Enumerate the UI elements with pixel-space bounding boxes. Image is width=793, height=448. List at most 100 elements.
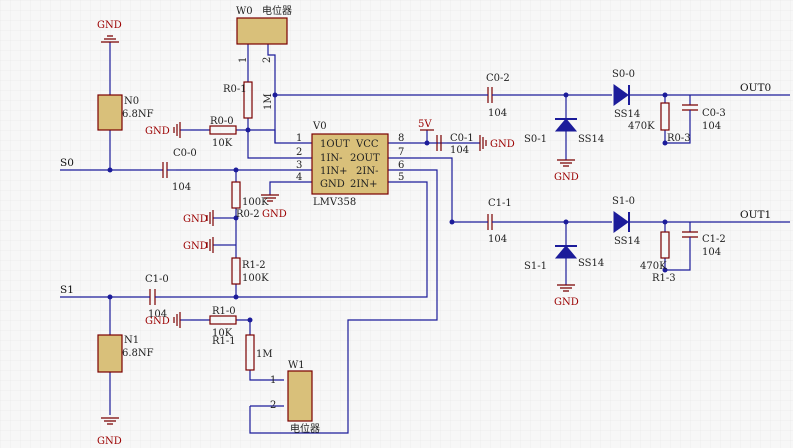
r1-2-ref: R1-2 bbox=[242, 260, 266, 271]
net-label-s1: S1 bbox=[60, 284, 74, 296]
potentiometer-w1[interactable]: W1 电位器 1 2 bbox=[270, 360, 320, 435]
r1-3-ref: R1-3 bbox=[652, 273, 676, 284]
u0-pin-num-1: 1 bbox=[296, 133, 302, 144]
w0-pin1: 1 bbox=[238, 57, 249, 63]
c0-1-ref: C0-1 bbox=[450, 133, 474, 144]
c0-1-value: 104 bbox=[450, 145, 469, 156]
resistor-r0-3[interactable]: 470K R0-3 bbox=[628, 102, 691, 144]
r0-3-ref: R0-3 bbox=[667, 133, 691, 144]
capacitor-c1-1[interactable]: C1-1 104 bbox=[478, 198, 512, 245]
r1-2-value: 100K bbox=[242, 273, 269, 284]
w0-pin2: 2 bbox=[262, 57, 273, 63]
gnd-label: GND bbox=[490, 139, 515, 150]
capacitor-c1-2[interactable]: C1-2 104 bbox=[682, 231, 726, 258]
r1-3-value: 470K bbox=[640, 261, 667, 272]
c1-1-value: 104 bbox=[488, 234, 507, 245]
r1-0-ref: R1-0 bbox=[212, 306, 236, 317]
resistor-r0-2[interactable]: 100K R0-2 bbox=[231, 181, 269, 220]
u0-pin-6-label: 2IN- bbox=[356, 166, 378, 177]
u0-pin-labels-right: VCC 2OUT 2IN- 2IN+ bbox=[350, 139, 380, 190]
diode-s1-1[interactable]: S1-1 SS14 bbox=[524, 245, 604, 272]
gnd-symbol-n0: GND bbox=[97, 20, 122, 52]
gnd-symbol-r1-2: GND bbox=[183, 237, 224, 253]
potentiometer-w0[interactable]: W0 电位器 1 2 bbox=[236, 4, 292, 63]
w0-ref: W0 bbox=[236, 6, 253, 17]
gnd-label: GND bbox=[183, 241, 208, 252]
w0-value: 电位器 bbox=[262, 4, 292, 17]
n1-value: 6.8NF bbox=[122, 348, 154, 359]
c0-0-value: 104 bbox=[172, 182, 191, 193]
gnd-label: GND bbox=[97, 436, 122, 447]
w1-ref: W1 bbox=[288, 360, 305, 371]
capacitor-c0-2[interactable]: C0-2 104 bbox=[478, 73, 510, 119]
n1-ref: N1 bbox=[124, 335, 139, 346]
gnd-symbol-s1-1: GND bbox=[554, 284, 579, 308]
u0-pin-4-label: GND bbox=[320, 179, 345, 190]
c1-1-ref: C1-1 bbox=[488, 198, 512, 209]
s0-0-ref: S0-0 bbox=[612, 69, 635, 80]
gnd-symbol-r0-2: GND bbox=[183, 210, 224, 226]
w1-pin1: 1 bbox=[270, 375, 276, 386]
gnd-symbol-n1: GND bbox=[97, 417, 122, 447]
u0-pin-num-5: 5 bbox=[398, 172, 404, 183]
capacitor-c1-0[interactable]: C1-0 104 bbox=[140, 274, 169, 320]
resistor-r0-0[interactable]: R0-0 10K bbox=[209, 116, 237, 149]
diode-s1-0[interactable]: S1-0 SS14 bbox=[612, 196, 640, 247]
resistor-r1-0[interactable]: R1-0 10K bbox=[209, 306, 237, 339]
r0-1-ref: R0-1 bbox=[223, 84, 247, 95]
w1-value: 电位器 bbox=[290, 422, 320, 435]
gnd-label: GND bbox=[554, 172, 579, 183]
gnd-label: GND bbox=[183, 214, 208, 225]
r1-1-ref: R1-1 bbox=[212, 336, 236, 347]
r0-0-value: 10K bbox=[212, 138, 233, 149]
resistor-r1-3[interactable]: 470K R1-3 bbox=[640, 231, 676, 284]
sensor-n1[interactable]: N1 6.8NF bbox=[97, 334, 154, 373]
s1-1-ref: S1-1 bbox=[524, 261, 547, 272]
c0-3-value: 104 bbox=[702, 121, 721, 132]
gnd-symbol-r1-0: GND bbox=[145, 312, 191, 328]
n0-value: 6.8NF bbox=[122, 109, 154, 120]
r0-2-value: 100K bbox=[242, 197, 269, 208]
s1-1-value: SS14 bbox=[578, 258, 604, 269]
sensor-n0[interactable]: N0 6.8NF bbox=[97, 94, 154, 131]
capacitor-c0-3[interactable]: C0-3 104 bbox=[682, 104, 726, 132]
resistor-r1-2[interactable]: R1-2 100K bbox=[231, 257, 269, 285]
u0-pin-num-7: 7 bbox=[398, 147, 404, 158]
w1-pin2: 2 bbox=[270, 400, 276, 411]
r0-3-value: 470K bbox=[628, 121, 655, 132]
capacitor-c0-0[interactable]: C0-0 104 bbox=[162, 148, 197, 193]
r0-1-value: 1M bbox=[263, 93, 274, 110]
diode-s0-1[interactable]: S0-1 SS14 bbox=[524, 118, 604, 145]
c0-0-ref: C0-0 bbox=[173, 148, 197, 159]
net-label-out1: OUT1 bbox=[740, 209, 771, 221]
resistor-r1-1[interactable]: R1-1 1M bbox=[212, 334, 273, 371]
c1-2-ref: C1-2 bbox=[702, 234, 726, 245]
wires bbox=[60, 44, 790, 434]
u0-pin-5-label: 2IN+ bbox=[350, 179, 377, 190]
s0-1-ref: S0-1 bbox=[524, 134, 547, 145]
resistor-r0-1[interactable]: R0-1 1M bbox=[223, 81, 274, 119]
u0-pin-numbers: 1 2 3 4 8 7 6 5 bbox=[296, 133, 404, 183]
gnd-label: GND bbox=[97, 20, 122, 31]
junction-dots bbox=[107, 92, 668, 323]
u0-pin-3-label: 1IN+ bbox=[320, 166, 347, 177]
c1-0-ref: C1-0 bbox=[145, 274, 169, 285]
r0-2-ref: R0-2 bbox=[236, 209, 260, 220]
opamp-lmv358[interactable]: V0 LMV358 1OUT 1IN- 1IN+ GND VCC 2OUT 2I… bbox=[296, 121, 404, 208]
gnd-label: GND bbox=[262, 209, 287, 220]
gnd-symbol-r0-0: GND bbox=[145, 122, 191, 138]
c0-3-ref: C0-3 bbox=[702, 108, 726, 119]
gnd-symbol-s0-1: GND bbox=[554, 159, 579, 183]
diode-s0-0[interactable]: S0-0 SS14 bbox=[612, 69, 640, 120]
u0-pin-2-label: 1IN- bbox=[320, 153, 342, 164]
u0-pin-num-6: 6 bbox=[398, 160, 404, 171]
u0-part: LMV358 bbox=[313, 197, 356, 208]
u0-pin-8-label: VCC bbox=[355, 139, 379, 150]
u0-pin-labels-left: 1OUT 1IN- 1IN+ GND bbox=[320, 139, 350, 190]
u0-ref: V0 bbox=[312, 121, 327, 132]
u0-pin-num-3: 3 bbox=[296, 160, 302, 171]
s0-0-value: SS14 bbox=[614, 109, 640, 120]
capacitor-c0-1[interactable]: C0-1 104 bbox=[420, 133, 474, 156]
vcc-supply: 5V bbox=[418, 119, 434, 131]
